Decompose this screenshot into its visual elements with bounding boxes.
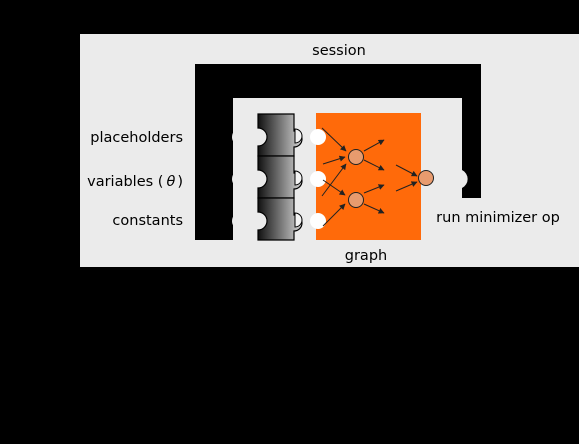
constants-label: constants <box>112 213 183 229</box>
run-minimizer-label: run minimizer op <box>436 210 560 226</box>
graph-label: graph <box>345 248 387 264</box>
input-sockets <box>232 128 250 230</box>
session-frame <box>195 64 481 240</box>
puzzle-connectors <box>294 128 303 228</box>
theta-symbol: θ <box>166 174 175 190</box>
variables-label: variables (θ) <box>87 174 183 190</box>
placeholders-label: placeholders <box>90 130 183 146</box>
arrow-icon <box>321 127 418 227</box>
session-label: session <box>312 43 366 59</box>
neural-node-icon <box>348 149 434 208</box>
